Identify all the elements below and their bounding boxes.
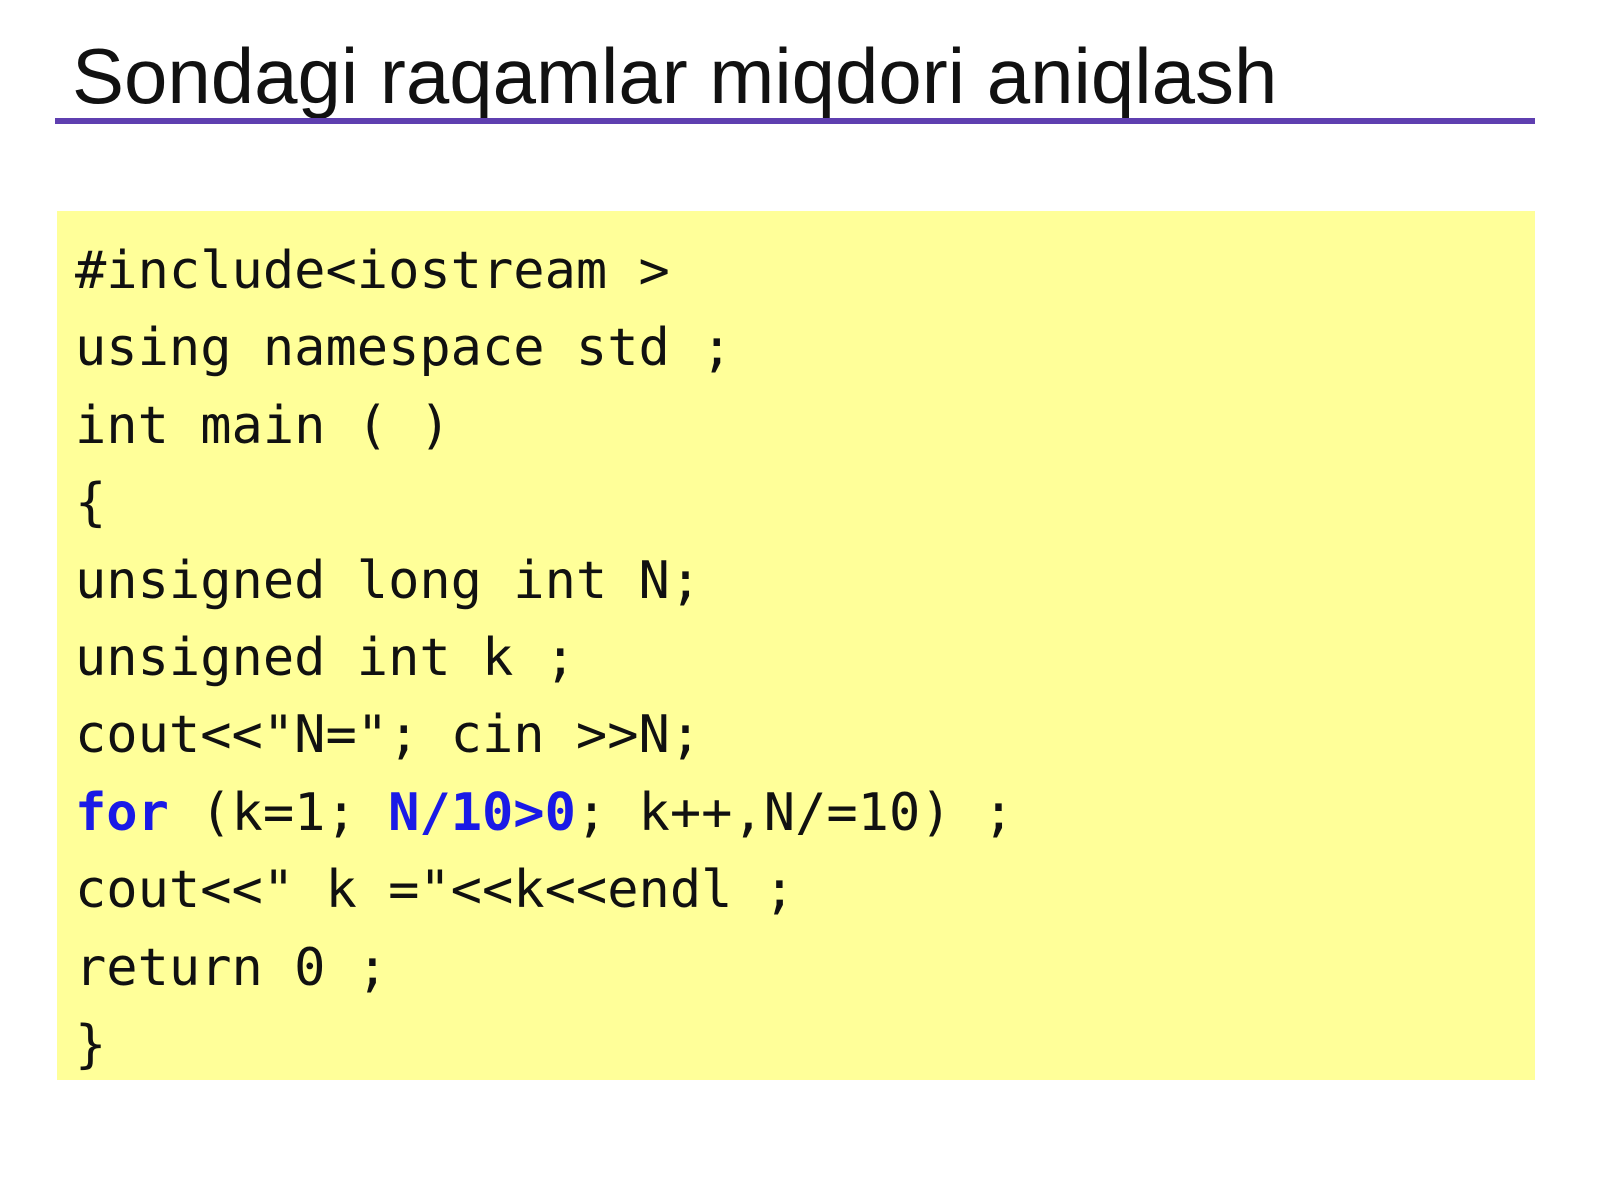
code-line-1: #include<iostream > <box>75 241 670 301</box>
for-keyword: for <box>75 782 169 843</box>
code-line-7: cout<<"N="; cin >>N; <box>75 705 702 766</box>
code-line-3: int main ( ) <box>75 395 451 456</box>
code-line-4: { <box>75 473 107 534</box>
for-condition: N/10>0 <box>388 782 576 843</box>
code-line-9: cout<<" k ="<<k<<endl ; <box>75 860 796 921</box>
code-line-8: for (k=1; N/10>0; k++,N/=10) ; <box>75 775 1535 852</box>
code-line-6: unsigned int k ; <box>75 627 576 688</box>
code-block: #include<iostream > using namespace std … <box>57 211 1535 1080</box>
code-line-2: using namespace std ; <box>75 318 733 379</box>
code-line-10: return 0 ; <box>75 937 389 998</box>
for-update: ; k++,N/=10) ; <box>575 782 1015 843</box>
slide-title: Sondagi raqamlar miqdori aniqlash <box>72 32 1278 120</box>
title-underline <box>55 118 1535 124</box>
code-line-5: unsigned long int N; <box>75 550 702 611</box>
for-init: (k=1; <box>168 782 389 843</box>
code-line-11: } <box>75 1014 107 1075</box>
